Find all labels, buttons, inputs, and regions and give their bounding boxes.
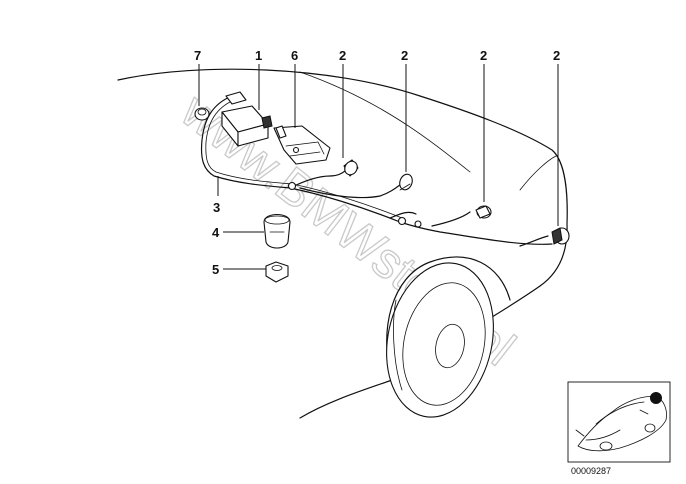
leader-lines xyxy=(198,64,559,270)
buzzer-part-4 xyxy=(263,213,291,249)
callout-1: 1 xyxy=(255,48,262,63)
nut-part-5 xyxy=(265,261,289,283)
callout-2: 2 xyxy=(480,48,487,63)
wheel xyxy=(386,262,494,418)
location-marker-icon xyxy=(650,392,662,404)
sensor-part-2 xyxy=(399,173,413,191)
callout-7: 7 xyxy=(194,48,201,63)
sensor-part-2 xyxy=(343,159,359,177)
wiring-harness xyxy=(200,95,553,247)
callout-3: 3 xyxy=(213,200,220,215)
callout-5: 5 xyxy=(212,262,219,277)
grommet-part-7 xyxy=(194,107,210,121)
callout-2: 2 xyxy=(401,48,408,63)
location-inset xyxy=(567,381,671,463)
bracket-part-6 xyxy=(273,125,331,165)
callout-2: 2 xyxy=(339,48,346,63)
callout-2: 2 xyxy=(553,48,560,63)
control-unit-part-1 xyxy=(221,91,273,147)
callout-6: 6 xyxy=(291,48,298,63)
sensor-part-2 xyxy=(551,227,570,245)
sensor-part-2 xyxy=(475,205,492,219)
diagram-id: 00009287 xyxy=(571,466,611,476)
callout-4: 4 xyxy=(212,225,220,240)
